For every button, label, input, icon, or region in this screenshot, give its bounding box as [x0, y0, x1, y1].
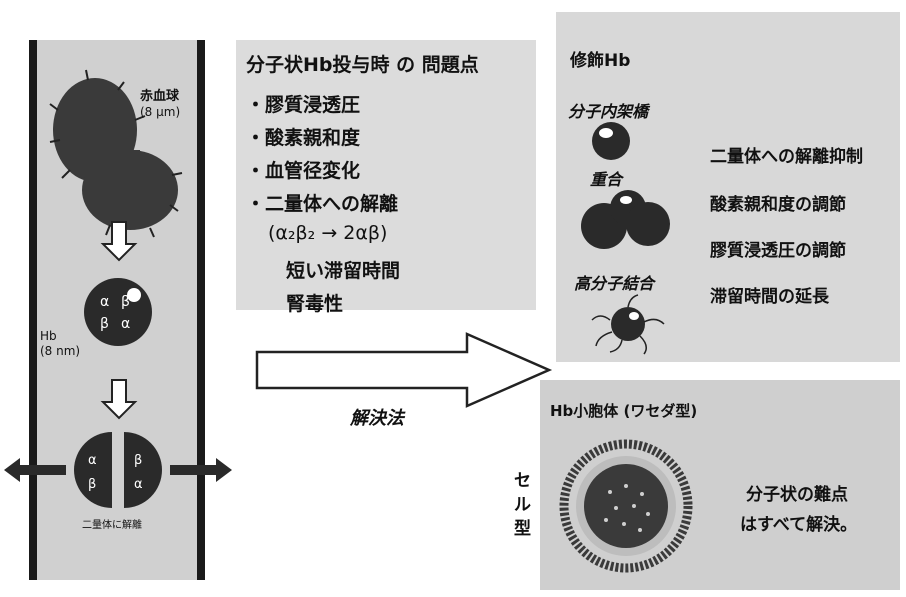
down-arrow-icon	[100, 379, 138, 420]
problems-title: 分子状Hb投与時 の 問題点	[246, 54, 479, 76]
hb-vesicle-title: Hb小胞体 (ワセダ型)	[550, 402, 698, 420]
crosslinked-hb-icon	[592, 122, 630, 160]
polymer-conjugated-hb-icon	[591, 294, 665, 355]
hb-alpha-2: α	[121, 316, 130, 332]
vessel-wall-right	[197, 40, 205, 580]
polymerized-hb-icon	[581, 190, 670, 249]
problem-item: ・血管径変化	[246, 160, 361, 182]
hb-beta-1: β	[121, 294, 130, 310]
vessel-wall-left	[29, 40, 37, 580]
left-arrow-icon	[4, 458, 66, 482]
vesicle-result-line: はすべて解決。	[740, 515, 858, 535]
cell-type-char: ル	[514, 495, 531, 515]
problem-item: ・二量体への解離	[246, 193, 399, 215]
effect-item: 酸素親和度の調節	[710, 195, 846, 215]
hb-beta-2: β	[100, 316, 109, 332]
rbc-label: 赤血球	[140, 88, 180, 104]
modified-hb-title: 修飾Hb	[570, 51, 631, 71]
hb-alpha-1: α	[100, 294, 109, 310]
rbc-size: (8 μm)	[140, 105, 180, 119]
modification-type: 重合	[590, 170, 623, 189]
dimer-molecule-icon	[74, 432, 162, 508]
effect-item: 膠質浸透圧の調節	[710, 241, 846, 261]
effect-item: 二量体への解離抑制	[710, 147, 863, 167]
problem-sub-item: 短い滞留時間	[286, 260, 401, 282]
hb-label: Hb	[40, 329, 57, 343]
effect-item: 滞留時間の延長	[710, 287, 829, 307]
dimer-beta-1: β	[88, 477, 96, 492]
hb-size: (8 nm)	[40, 344, 80, 358]
vesicle-result-line: 分子状の難点	[746, 485, 848, 505]
dimer-alpha-1: α	[88, 453, 97, 468]
vessel-illustration: 赤血球 (8 μm) α β β α Hb (8 nm) α β β α 二量体…	[4, 69, 232, 531]
right-arrow-icon	[170, 458, 232, 482]
down-arrow-icon	[100, 221, 138, 262]
cell-type-char: 型	[514, 519, 531, 539]
solution-label: 解決法	[350, 408, 404, 429]
hb-molecule-icon	[84, 278, 152, 346]
dimer-alpha-2: α	[134, 477, 143, 492]
problem-sub-item: 腎毒性	[286, 293, 344, 315]
modification-type: 分子内架橋	[568, 102, 649, 121]
dissociation-formula: (α₂β₂ → 2αβ)	[268, 222, 388, 244]
modified-hb-panel	[556, 12, 900, 362]
problem-item: ・酸素親和度	[246, 127, 361, 149]
cell-type-char: セ	[514, 471, 531, 491]
problem-item: ・膠質浸透圧	[246, 94, 361, 116]
dimer-beta-2: β	[134, 453, 142, 468]
problems-panel	[236, 40, 536, 310]
solution-arrow-icon	[255, 332, 553, 408]
hb-vesicle-icon	[559, 439, 693, 573]
modification-type: 高分子結合	[574, 274, 655, 293]
red-blood-cell-icon	[49, 69, 183, 238]
dimer-caption: 二量体に解離	[82, 518, 142, 531]
